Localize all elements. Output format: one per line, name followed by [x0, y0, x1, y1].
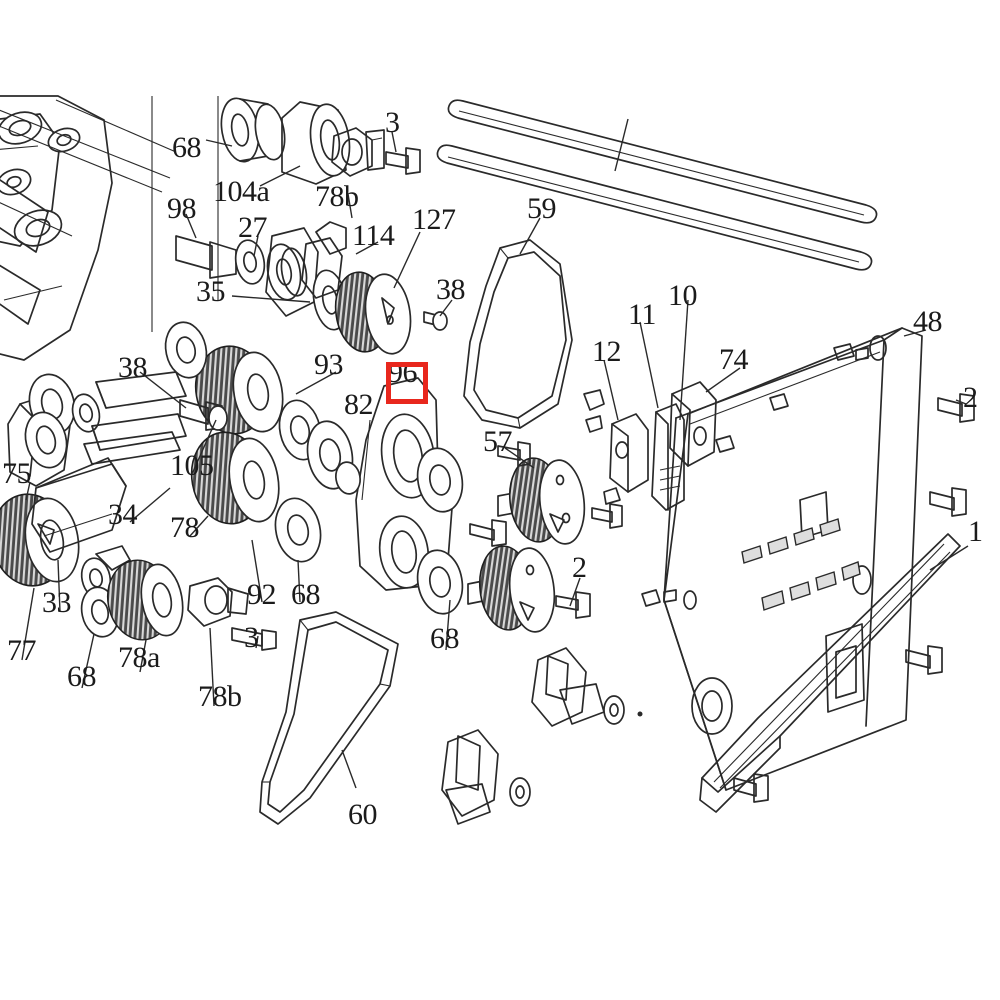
callout-127: 127: [412, 203, 456, 236]
callout-114: 114: [352, 219, 395, 252]
highlight-box[interactable]: [386, 362, 428, 404]
nut-78b-top: [331, 127, 385, 177]
callout-57: 57: [483, 425, 513, 458]
callout-1: 1: [968, 515, 983, 548]
stud-98: [175, 235, 237, 279]
callout-60: 60: [348, 798, 378, 831]
plate-74: [669, 381, 717, 467]
belt-59: [463, 239, 573, 429]
block-34: [31, 457, 127, 553]
callout-68-lower: 68: [67, 660, 97, 693]
plate-11: [651, 403, 685, 511]
mechanism-lower-right: [531, 647, 643, 727]
clips-small: [583, 343, 869, 607]
callout-35: 35: [196, 275, 226, 308]
collar-78b: [187, 577, 249, 627]
callout-82: 82: [344, 388, 374, 421]
pulley-127: [334, 271, 412, 355]
pin-38-mid: [423, 311, 448, 331]
callout-38-left: 38: [118, 351, 148, 384]
callout-92: 92: [247, 578, 277, 611]
leader-lines: [21, 131, 969, 789]
spacer-68-top: [220, 97, 286, 163]
threaded-rod-lower: [436, 144, 873, 271]
callout-33: 33: [42, 586, 72, 619]
washer-27: [234, 239, 302, 301]
bracket-arms-left: [0, 178, 49, 325]
callout-10: 10: [668, 279, 698, 312]
callout-75: 75: [2, 457, 32, 490]
callout-78: 78: [170, 511, 200, 544]
rail-1: [699, 533, 961, 813]
callout-34: 34: [108, 498, 138, 531]
callout-2-mid: 2: [572, 551, 587, 584]
callout-68-mid: 68: [291, 578, 321, 611]
callout-68-center: 68: [430, 622, 460, 655]
callout-2-right: 2: [963, 381, 978, 414]
callout-74: 74: [719, 343, 749, 376]
callout-77: 77: [7, 634, 37, 667]
callout-93: 93: [314, 348, 344, 381]
panel-48: [663, 327, 923, 791]
washer-stack-left: [24, 373, 101, 469]
pulley-92: [190, 431, 280, 525]
callout-104a: 104a: [213, 175, 270, 208]
bolt-3-lower: [231, 627, 277, 651]
callout-38-mid: 38: [436, 273, 466, 306]
pulley-78a: [106, 559, 184, 641]
callout-59: 59: [527, 192, 557, 225]
shim-plates: [83, 371, 187, 465]
pulley-75: [0, 493, 80, 587]
belt-60: [259, 611, 399, 825]
callout-78b-lower: 78b: [198, 680, 242, 713]
small-parts-left: [80, 545, 131, 638]
washer-68-col: [164, 321, 322, 563]
plate-12: [609, 413, 649, 493]
pulley-57-lower: [467, 545, 556, 633]
washer-pair-center: [306, 420, 464, 615]
callout-48: 48: [913, 305, 943, 338]
callout-11: 11: [628, 298, 656, 331]
bolt-3-top: [385, 147, 421, 175]
callout-68-top: 68: [172, 131, 202, 164]
threaded-rod-upper: [447, 99, 878, 224]
callout-3-lower: 3: [244, 621, 259, 654]
callout-98: 98: [167, 192, 197, 225]
callout-78a: 78a: [118, 641, 160, 674]
sleeve-104a: [281, 101, 351, 185]
callout-3-top: 3: [385, 106, 400, 139]
pulley-57: [497, 457, 586, 545]
bolts-right: [733, 393, 975, 803]
callout-105: 105: [170, 449, 214, 482]
callout-27: 27: [238, 211, 268, 244]
mechanism-lower-left: [441, 729, 531, 825]
bolts-mid: [469, 441, 623, 619]
callout-78b-top: 78b: [315, 180, 359, 213]
callout-12: 12: [592, 335, 622, 368]
